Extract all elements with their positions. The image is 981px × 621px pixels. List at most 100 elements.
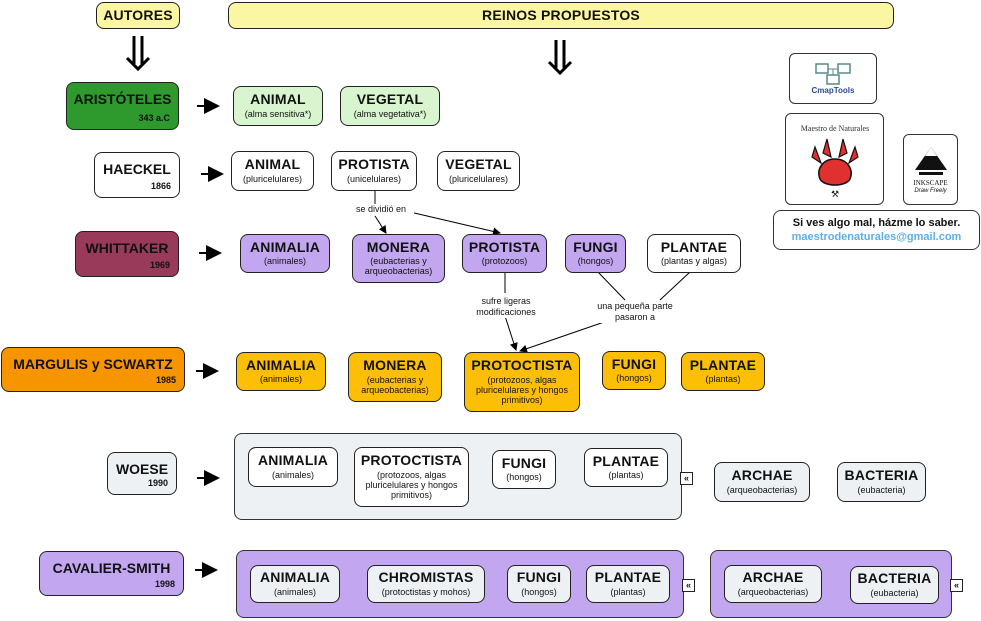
author-name: CAVALIER-SMITH	[52, 560, 171, 576]
kingdom-title: PROTISTA	[468, 238, 541, 255]
kingdom-title: FUNGI	[501, 454, 547, 471]
kingdom-animalia: ANIMALIA (animales)	[248, 447, 338, 487]
author-year: 1990	[147, 478, 168, 488]
cmaptools-icon	[815, 63, 851, 85]
kingdom-subtitle: (hongos)	[577, 256, 614, 267]
kingdom-subtitle: (protoctistas y mohos)	[381, 586, 471, 597]
kingdom-title: FUNGI	[611, 355, 657, 372]
kingdom-subtitle: (plantas)	[610, 586, 646, 597]
kingdom-monera: MONERA (eubacterias y arqueobacterias)	[348, 352, 442, 402]
author-year: 1969	[149, 260, 170, 270]
kingdom-title: ANIMAL	[244, 156, 301, 173]
kingdom-subtitle: (hongos)	[521, 586, 557, 597]
kingdom-subtitle: (arqueobacterias)	[737, 586, 809, 597]
kingdom-title: MONERA	[363, 357, 427, 374]
paw-logo-icon: Maestro de Naturales ⚒	[800, 124, 868, 199]
link-label-part: una pequeña parte pasaron a	[596, 301, 674, 323]
kingdom-subtitle: (animales)	[259, 374, 302, 385]
contact-note: Si ves algo mal, házme lo saber. maestro…	[773, 210, 980, 250]
kingdom-title: MONERA	[366, 238, 431, 255]
kingdom-title: CHROMISTAS	[378, 569, 474, 586]
kingdom-title: ARCHAE	[731, 467, 793, 484]
kingdom-subtitle: (plantas)	[608, 470, 644, 481]
kingdom-archae: ARCHAE (arqueobacterias)	[714, 462, 810, 502]
kingdom-bacteria: BACTERIA (eubacteria)	[837, 462, 926, 502]
kingdom-fungi: FUNGI (hongos)	[492, 450, 556, 489]
kingdom-title: PLANTAE	[592, 452, 660, 469]
author-margulis: MARGULIS y SCWARTZ 1985	[1, 347, 185, 392]
kingdom-subtitle: (arqueobacterias)	[726, 484, 798, 495]
inkscape-tagline: Draw Freely	[914, 188, 947, 195]
kingdom-title: PROTISTA	[338, 156, 410, 173]
kingdom-title: FUNGI	[573, 238, 618, 255]
cmaptools-label: CmapTools	[811, 86, 855, 96]
inkscape-logo[interactable]: INKSCAPE Draw Freely	[903, 134, 958, 205]
author-haeckel: HAECKEL 1866	[94, 152, 180, 198]
authors-header-label: AUTORES	[103, 6, 173, 23]
kingdom-title: BACTERIA	[857, 570, 932, 587]
kingdom-archae: ARCHAE (arqueobacterias)	[724, 565, 822, 603]
kingdom-plantae: PLANTAE (plantas)	[681, 352, 765, 391]
author-name: ARISTÓTELES	[73, 91, 172, 107]
kingdom-animalia: ANIMALIA (animales)	[250, 565, 340, 603]
author-name: WOESE	[115, 461, 169, 477]
kingdom-subtitle: (pluricelulares)	[448, 173, 509, 184]
authors-header: AUTORES	[96, 2, 180, 29]
kingdom-subtitle: (eubacteria)	[857, 484, 906, 495]
expand-icon[interactable]: «	[950, 579, 963, 592]
kingdom-protoctista: PROTOCTISTA (protozoos, algas pluricelul…	[464, 352, 580, 412]
kingdom-subtitle: (eubacterias y arqueobacterias)	[364, 256, 433, 277]
kingdom-subtitle: (animales)	[263, 256, 306, 267]
kingdom-subtitle: (hongos)	[506, 472, 542, 483]
kingdom-animal: ANIMAL (pluricelulares)	[231, 151, 314, 191]
kingdom-fungi: FUNGI (hongos)	[507, 565, 571, 603]
kingdoms-header-label: REINOS PROPUESTOS	[482, 6, 640, 23]
kingdom-title: ARCHAE	[742, 569, 804, 586]
kingdom-title: PLANTAE	[689, 356, 757, 373]
kingdom-vegetal: VEGETAL (alma vegetativa*)	[340, 86, 440, 126]
cmaptools-logo[interactable]: CmapTools	[789, 53, 877, 104]
down-arrow-kingdoms	[547, 40, 573, 76]
kingdom-title: ANIMALIA	[245, 356, 317, 373]
kingdom-protista: PROTISTA (protozoos)	[462, 234, 547, 273]
author-name: WHITTAKER	[85, 240, 169, 256]
kingdom-title: PLANTAE	[594, 569, 662, 586]
expand-icon[interactable]: «	[682, 579, 695, 592]
expand-icon[interactable]: «	[680, 472, 693, 485]
kingdom-subtitle: (protozoos, algas pluricelulares y hongo…	[475, 374, 569, 405]
inkscape-icon	[914, 147, 947, 176]
down-arrow-authors	[125, 36, 151, 72]
kingdom-fungi: FUNGI (hongos)	[602, 351, 666, 390]
author-name: HAECKEL	[103, 161, 171, 177]
kingdom-subtitle: (animales)	[271, 469, 314, 480]
kingdom-subtitle: (protozoos)	[481, 256, 528, 267]
kingdom-animalia: ANIMALIA (animales)	[236, 352, 326, 391]
kingdom-subtitle: (protozoos, algas pluricelulares y hongo…	[365, 469, 458, 500]
kingdom-protista: PROTISTA (unicelulares)	[331, 151, 417, 191]
kingdom-chromistas: CHROMISTAS (protoctistas y mohos)	[367, 565, 485, 603]
author-year: 1985	[155, 375, 176, 385]
kingdom-plantae: PLANTAE (plantas)	[586, 565, 670, 603]
author-aristoteles: ARISTÓTELES 343 a.C	[66, 82, 179, 130]
kingdom-title: BACTERIA	[844, 467, 919, 484]
maestro-de-naturales-logo[interactable]: Maestro de Naturales ⚒	[785, 113, 884, 205]
kingdom-subtitle: (animales)	[273, 586, 316, 597]
kingdom-bacteria: BACTERIA (eubacteria)	[850, 566, 939, 604]
kingdom-subtitle: (pluricelulares)	[242, 173, 303, 184]
kingdom-subtitle: (plantas y algas)	[660, 256, 728, 267]
kingdom-title: PLANTAE	[660, 238, 728, 255]
kingdom-title: VEGETAL	[445, 156, 512, 173]
svg-text:⚒: ⚒	[830, 189, 838, 199]
kingdom-protoctista: PROTOCTISTA (protozoos, algas pluricelul…	[354, 447, 469, 507]
contact-email[interactable]: maestrodenaturales@gmail.com	[791, 231, 962, 243]
kingdom-plantae: PLANTAE (plantas)	[584, 448, 668, 487]
kingdom-title: ANIMALIA	[259, 569, 331, 586]
kingdom-title: ANIMALIA	[249, 238, 321, 255]
kingdom-subtitle: (alma sensitiva*)	[244, 108, 312, 119]
link-label-modified: sufre ligeras modificaciones	[468, 296, 544, 318]
kingdom-vegetal: VEGETAL (pluricelulares)	[437, 151, 520, 191]
kingdom-subtitle: (hongos)	[616, 373, 652, 384]
kingdom-subtitle: (alma vegetativa*)	[353, 108, 427, 119]
kingdom-title: FUNGI	[516, 569, 562, 586]
